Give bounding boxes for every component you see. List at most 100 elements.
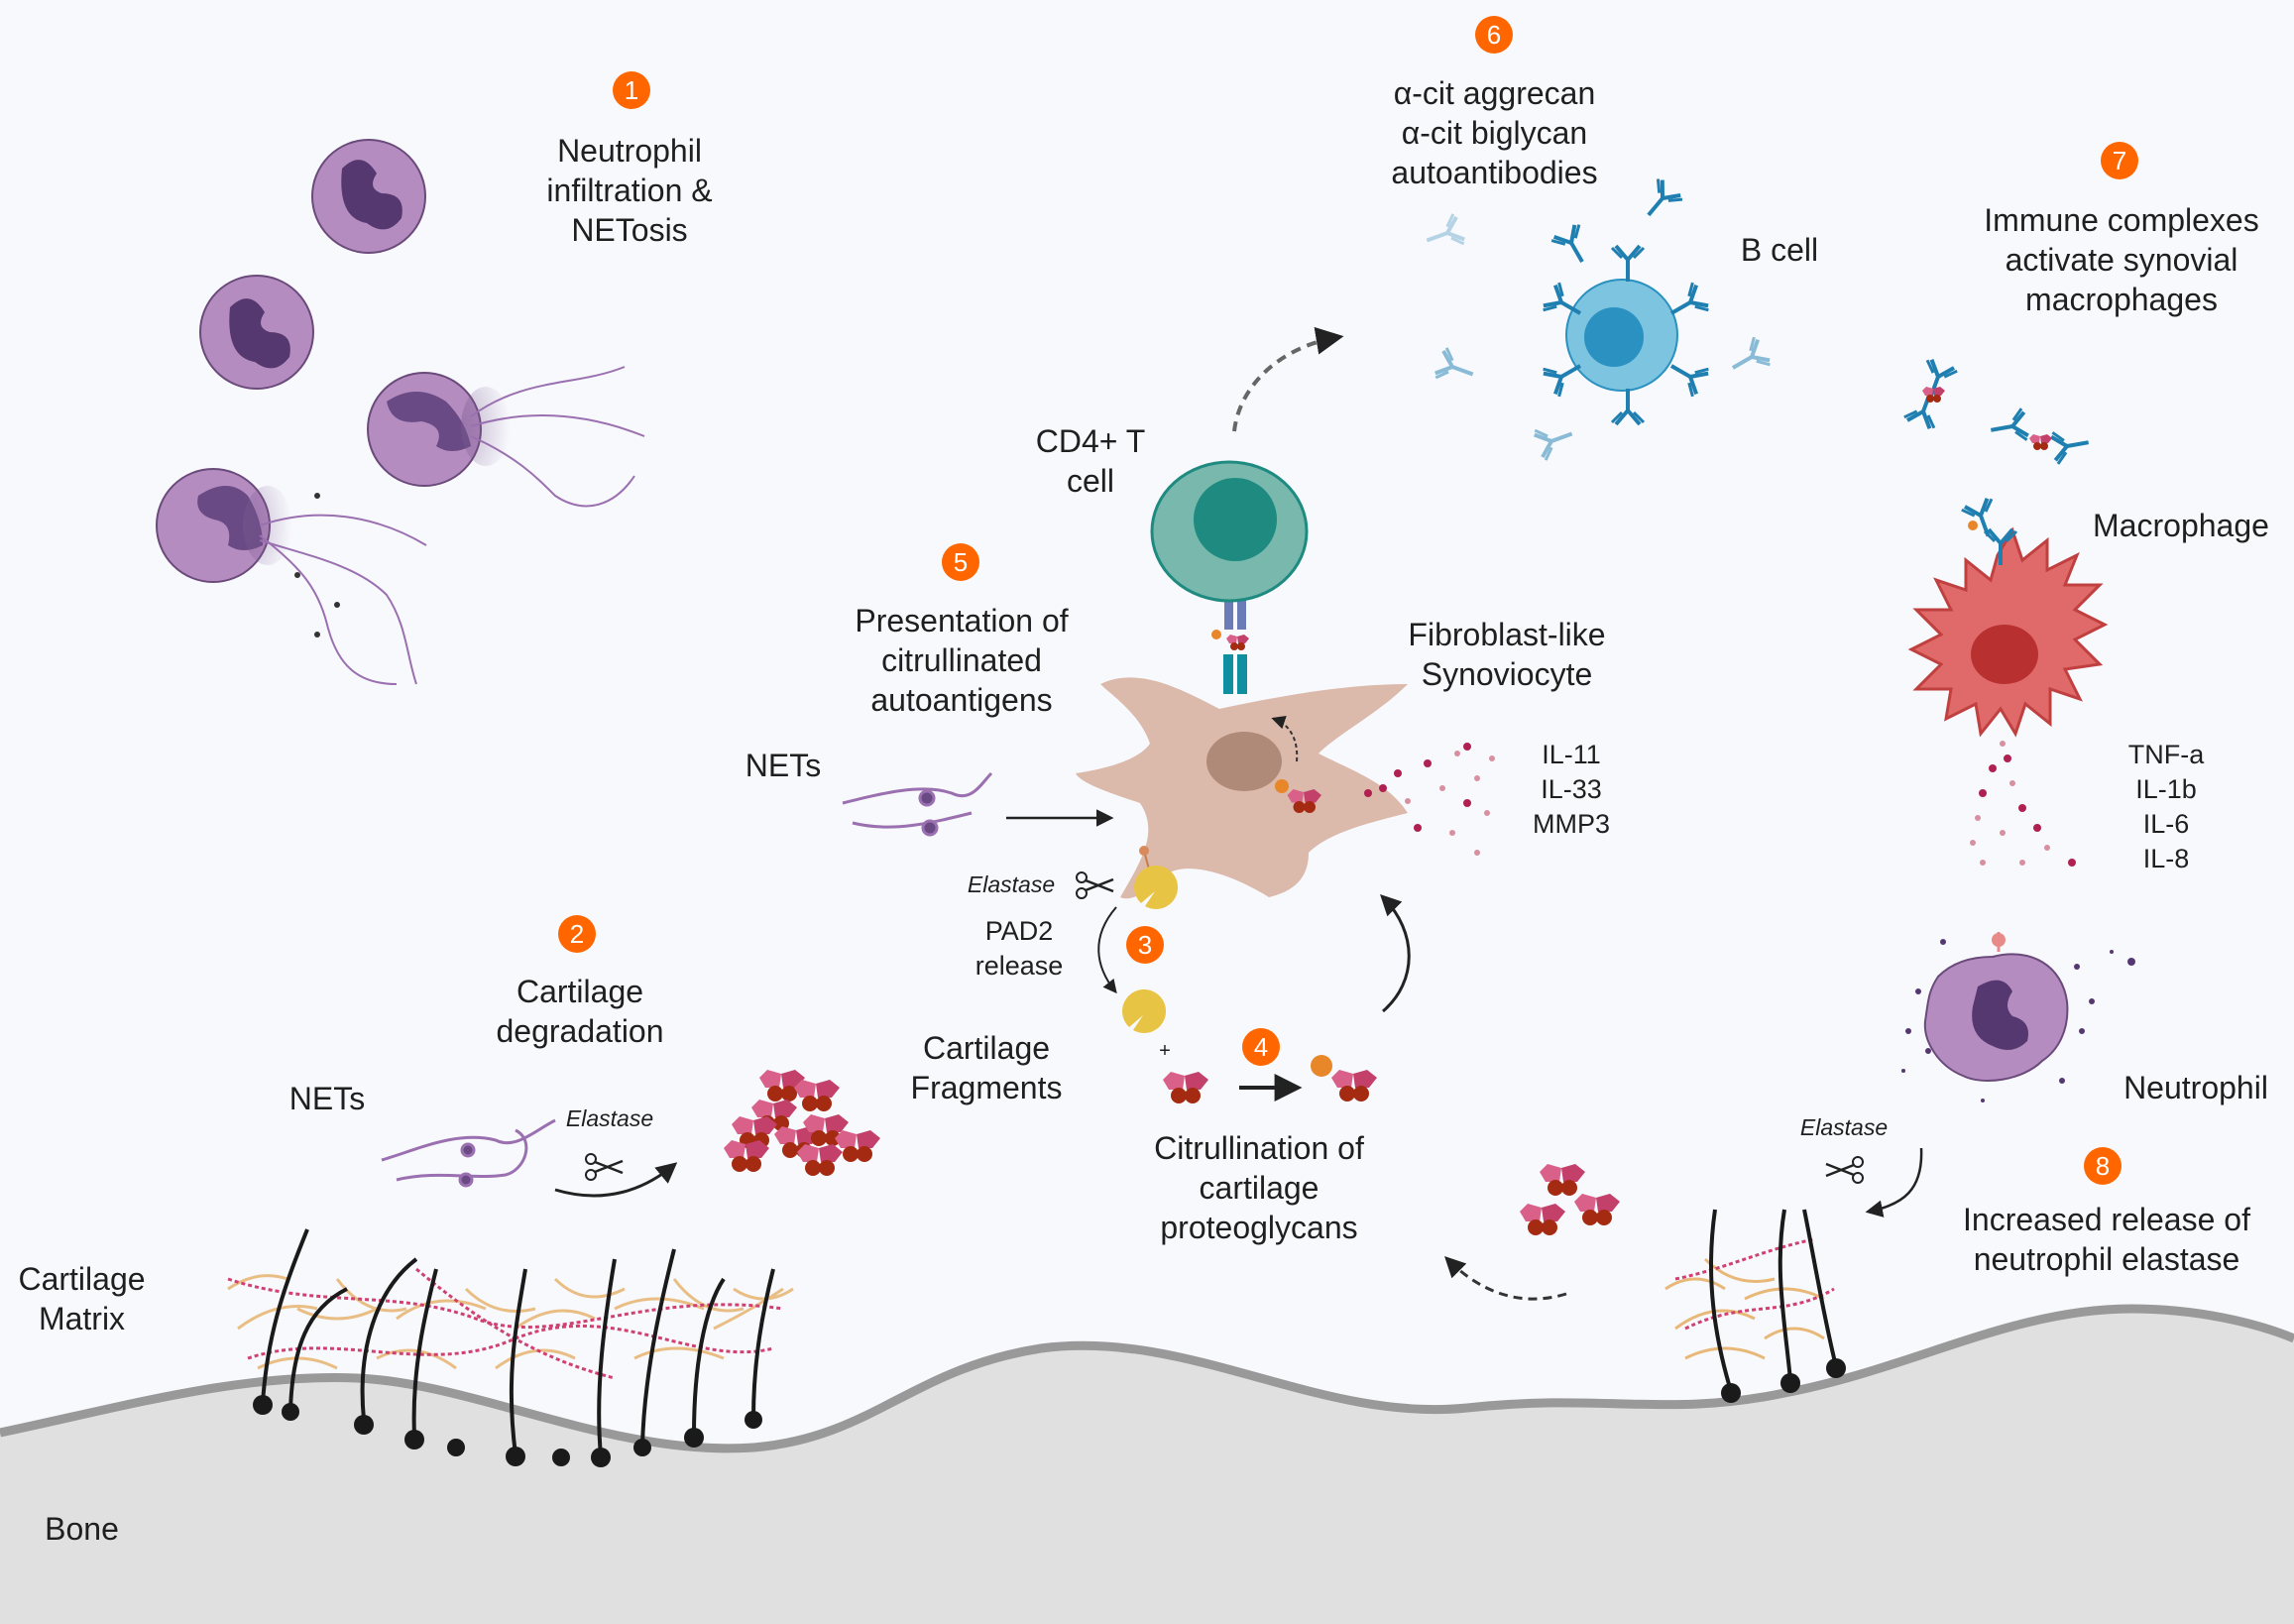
step-8-caption: Increased release of neutrophil elastase: [1943, 1200, 2270, 1279]
caption-line: α-cit biglycan: [1401, 115, 1588, 151]
macrophage-cell: [1907, 495, 2109, 738]
caption-line: macrophages: [2025, 282, 2218, 317]
caption-line: Neutrophil: [557, 133, 702, 169]
cytokine-item: IL-6: [2142, 809, 2190, 839]
label-line: Cartilage: [922, 1030, 1051, 1066]
step-4-caption: Citrullination of cartilage proteoglycan…: [1130, 1128, 1388, 1247]
pad2-release-label: PAD2 release: [960, 914, 1079, 984]
caption-line: Increased release of: [1963, 1202, 2250, 1237]
cartilage-fragments-label: Cartilage Fragments: [877, 1028, 1095, 1107]
label-line: Matrix: [38, 1301, 126, 1336]
label-line: Fibroblast-like: [1408, 617, 1606, 652]
neutrophil-label: Neutrophil: [2123, 1070, 2268, 1105]
cytokine-item: MMP3: [1532, 809, 1610, 839]
cytokine-item: IL-1b: [2135, 774, 2197, 804]
caption-line: proteoglycans: [1160, 1210, 1358, 1245]
arrow-fragments-return: [1444, 1256, 1567, 1301]
neutrophil-cell-2: [199, 275, 314, 390]
netosis-neutrophil-2: [156, 468, 427, 685]
arrow-tcell-to-bcell: [1232, 326, 1344, 432]
caption-line: autoantibodies: [1391, 155, 1598, 190]
returning-fragments: [1520, 1164, 1620, 1235]
arrow-elastase-left: [554, 1162, 678, 1198]
step-badge-4: 4: [1242, 1028, 1280, 1066]
pad2-enzyme-released: [1122, 988, 1167, 1033]
label-line: release: [975, 951, 1064, 981]
nets-label-left: NETs: [288, 1081, 366, 1116]
cd4-t-cell: [1150, 460, 1309, 603]
neutrophil-granule-spray: [1901, 939, 2135, 1102]
label-line: Cartilage: [18, 1261, 146, 1297]
b-cell: [1539, 244, 1713, 426]
macrophage-cytokine-spray: [1970, 741, 2076, 867]
step-badge-8: 8: [2084, 1147, 2122, 1185]
proteoglycan-native: [1163, 1072, 1208, 1103]
step-badge-7: 7: [2101, 142, 2138, 179]
cytokine-item: IL-11: [1542, 740, 1601, 769]
caption-line: neutrophil elastase: [1973, 1241, 2240, 1277]
label-line: CD4+ T: [1035, 423, 1146, 459]
label-line: PAD2: [984, 916, 1054, 946]
elastase-label-right: Elastase: [1799, 1114, 1889, 1140]
step-5-caption: Presentation of citrullinated autoantige…: [843, 601, 1081, 720]
step-badge-6: 6: [1475, 16, 1513, 54]
immune-complexes: [1901, 356, 2094, 467]
b-cell-label: B cell: [1740, 232, 1819, 268]
label-line: Synoviocyte: [1421, 656, 1593, 692]
caption-line: NETosis: [571, 212, 688, 248]
fibroblast-synoviocyte: [1076, 590, 1408, 899]
netosis-neutrophil-1: [367, 366, 645, 508]
proteoglycan-citrullinated: [1311, 1055, 1377, 1102]
caption-line: infiltration &: [546, 173, 713, 208]
mhc-tcr-complex: [1211, 590, 1249, 694]
cd4-t-cell-label: CD4+ T cell: [1011, 421, 1170, 501]
elastase-label-left: Elastase: [565, 1105, 654, 1131]
step-badge-2: 2: [558, 915, 596, 953]
bone-layer: [0, 1304, 2294, 1624]
step-badge-1: 1: [613, 71, 650, 109]
caption-line: degradation: [496, 1013, 664, 1049]
cartilage-matrix-label: Cartilage Matrix: [0, 1259, 164, 1338]
step-6-caption: α-cit aggrecan α-cit biglycan autoantibo…: [1373, 73, 1616, 192]
step-1-caption: Neutrophil infiltration & NETosis: [530, 131, 729, 250]
fibroblast-cytokine-spray: [1364, 743, 1495, 856]
caption-line: activate synovial: [2005, 242, 2238, 278]
label-line: cell: [1066, 463, 1114, 499]
fibroblast-cytokines-list: IL-11 IL-33 MMP3: [1517, 738, 1626, 842]
step-badge-5: 5: [942, 543, 979, 581]
pad2-enzyme-bound: [1134, 846, 1179, 909]
arrow-elastase-right: [1865, 1147, 1923, 1218]
caption-line: Immune complexes: [1984, 202, 2259, 238]
caption-line: α-cit aggrecan: [1393, 75, 1596, 111]
fibroblast-label: Fibroblast-like Synoviocyte: [1383, 615, 1631, 694]
activated-neutrophil: [1923, 932, 2069, 1082]
arrow-pad2-release: [1097, 906, 1117, 994]
cytokine-item: TNF-a: [2127, 740, 2205, 769]
caption-line: citrullinated: [881, 642, 1042, 678]
nets-strand-mid: [842, 771, 993, 837]
cytokine-item: IL-33: [1541, 774, 1602, 804]
plus-sign: +: [1159, 1040, 1171, 1062]
cartilage-matrix-right: [1664, 1209, 1846, 1403]
caption-line: Presentation of: [855, 603, 1069, 638]
label-line: Fragments: [910, 1070, 1063, 1105]
cartilage-matrix-left: [227, 1228, 794, 1467]
cytokine-item: IL-8: [2142, 844, 2190, 873]
nets-label-mid: NETs: [745, 748, 822, 783]
scissors-icon-mid: [1075, 870, 1115, 900]
step-7-caption: Immune complexes activate synovial macro…: [1968, 200, 2275, 319]
bone-label: Bone: [45, 1511, 119, 1547]
nets-strand-left: [381, 1118, 556, 1188]
cartilage-fragments-cluster: [724, 1070, 880, 1176]
caption-line: Citrullination of: [1154, 1130, 1364, 1166]
neutrophil-cell-1: [311, 139, 426, 254]
elastase-label-mid: Elastase: [967, 871, 1056, 897]
macrophage-label: Macrophage: [2093, 508, 2269, 543]
caption-line: cartilage: [1199, 1170, 1319, 1206]
macrophage-cytokines-list: TNF-a IL-1b IL-6 IL-8: [2112, 738, 2221, 876]
step-2-caption: Cartilage degradation: [476, 972, 684, 1051]
caption-line: Cartilage: [516, 974, 644, 1009]
step-badge-3: 3: [1126, 926, 1164, 964]
arrow-to-fibroblast-uptake: [1380, 894, 1411, 1013]
